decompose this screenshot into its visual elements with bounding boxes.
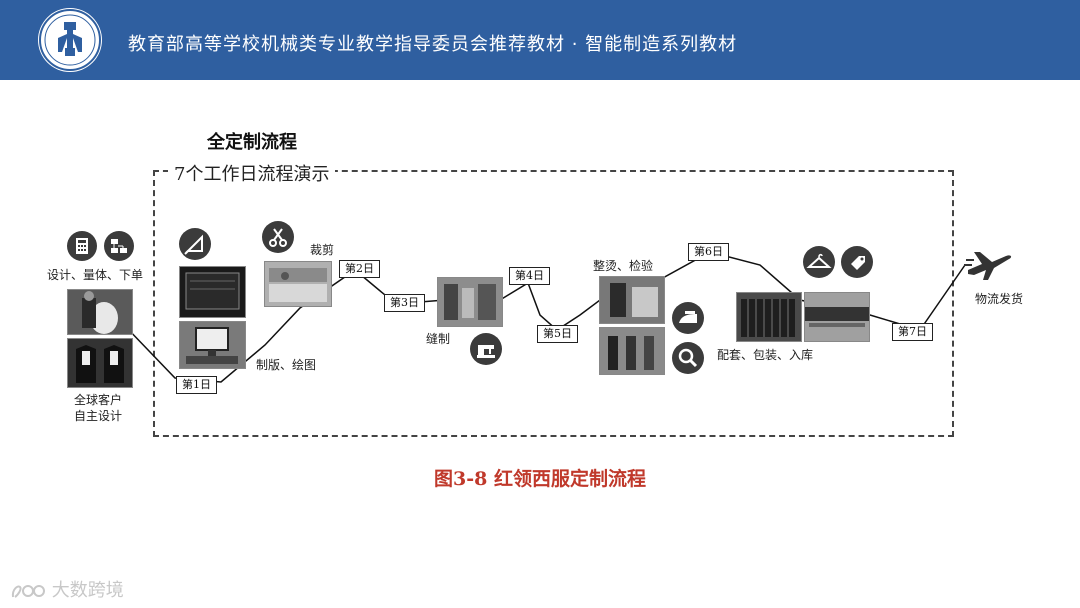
day-4-box: 第4日	[509, 267, 550, 285]
price-tag-icon	[841, 246, 873, 278]
step-sewing-label: 缝制	[426, 330, 450, 347]
step-cutting-label: 裁剪	[310, 241, 334, 258]
garment-rack-photo	[736, 292, 802, 342]
cutting-machine-photo	[264, 261, 332, 307]
sewing-line-photo	[437, 277, 503, 327]
step-matching-label: 配套、包装、入库	[717, 346, 813, 363]
network-icon	[104, 231, 134, 261]
header-bar: 教育部高等学校机械类专业教学指导委员会推荐教材 · 智能制造系列教材	[0, 0, 1080, 80]
scissors-icon	[262, 221, 294, 253]
header-title: 教育部高等学校机械类专业教学指导委员会推荐教材 · 智能制造系列教材	[128, 30, 737, 56]
section-title: 全定制流程	[207, 128, 297, 154]
watermark-logo	[10, 581, 46, 601]
pattern-screen-photo	[179, 266, 246, 318]
step-shipping-label: 物流发货	[975, 290, 1023, 307]
suit-jackets-photo	[67, 338, 133, 388]
day-1-box: 第1日	[176, 376, 217, 394]
global-customer-label-1: 全球客户	[74, 391, 122, 408]
magnifier-icon	[672, 342, 704, 374]
tailor-measuring-photo	[67, 289, 133, 335]
day-3-box: 第3日	[384, 294, 425, 312]
ruler-triangle-icon	[179, 228, 211, 260]
day-2-box: 第2日	[339, 260, 380, 278]
frame-label: 7个工作日流程演示	[168, 160, 335, 186]
global-customer-label-2: 自主设计	[74, 407, 122, 424]
inspection-photo	[599, 327, 665, 375]
airplane-icon	[964, 246, 1014, 282]
step-ironing-label: 整烫、检验	[593, 257, 653, 274]
calculator-icon	[67, 231, 97, 261]
step-design-label: 设计、量体、下单	[47, 266, 143, 283]
warehouse-photo	[804, 292, 870, 342]
watermark-text: 大数跨境	[52, 580, 124, 601]
computer-drawing-photo	[179, 321, 246, 369]
day-5-box: 第5日	[537, 325, 578, 343]
figure-caption: 图3-8 红领西服定制流程	[0, 464, 1080, 491]
iron-icon	[672, 302, 704, 334]
ironing-photo	[599, 276, 665, 324]
hanger-icon	[803, 246, 835, 278]
sewing-machine-icon	[470, 333, 502, 365]
day-7-box: 第7日	[892, 323, 933, 341]
day-6-box: 第6日	[688, 243, 729, 261]
university-logo	[38, 8, 102, 72]
watermark: 大数跨境	[10, 576, 124, 602]
step-pattern-label: 制版、绘图	[256, 356, 316, 373]
